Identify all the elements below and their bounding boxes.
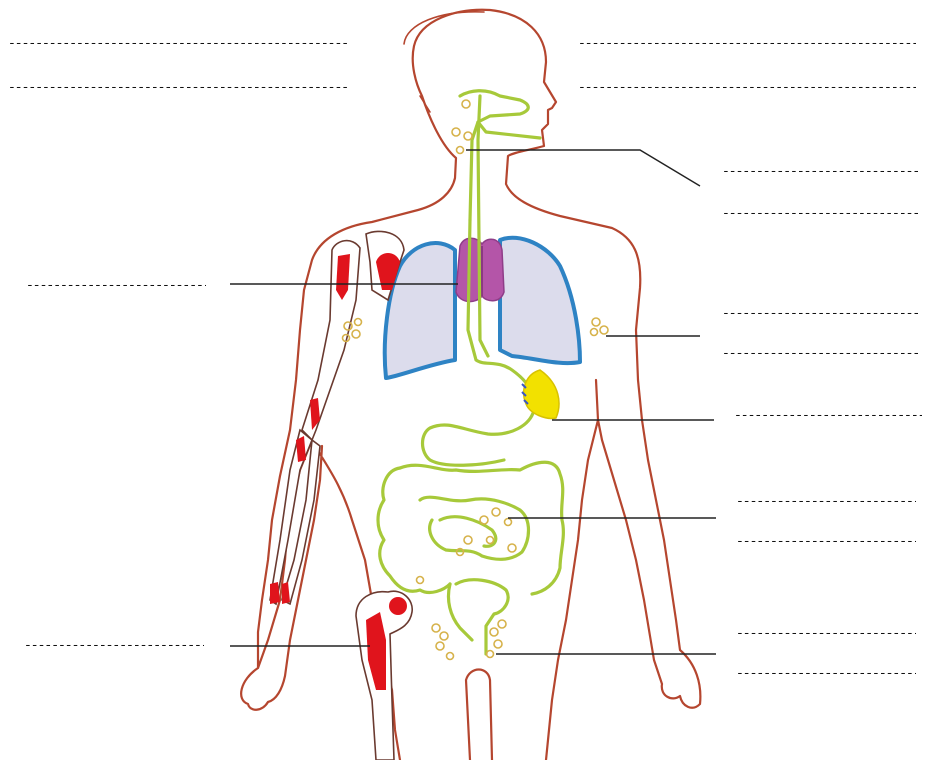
lymph-nodes bbox=[343, 100, 609, 660]
leader-line-throat bbox=[466, 150, 700, 186]
answer-blank-3[interactable]: ----------------------------------------… bbox=[578, 36, 916, 52]
answer-blank-7[interactable]: ----------------------------------------… bbox=[26, 278, 206, 294]
answer-blank-9[interactable]: ----------------------------------------… bbox=[722, 346, 918, 362]
answer-blank-10[interactable]: ----------------------------------------… bbox=[734, 408, 922, 424]
answer-blank-5[interactable]: ----------------------------------------… bbox=[722, 164, 918, 180]
answer-blank-13[interactable]: ----------------------------------------… bbox=[24, 638, 204, 654]
answer-blank-2[interactable]: ----------------------------------------… bbox=[8, 80, 348, 96]
answer-blank-6[interactable]: ----------------------------------------… bbox=[722, 206, 918, 222]
body-outline bbox=[241, 10, 700, 760]
answer-blank-8[interactable]: ----------------------------------------… bbox=[722, 306, 918, 322]
answer-blank-4[interactable]: ----------------------------------------… bbox=[578, 80, 916, 96]
femur bbox=[356, 591, 412, 760]
answer-blank-14[interactable]: ----------------------------------------… bbox=[736, 626, 916, 642]
answer-blank-1[interactable]: ----------------------------------------… bbox=[8, 36, 348, 52]
answer-blank-11[interactable]: ----------------------------------------… bbox=[736, 494, 916, 510]
answer-blank-12[interactable]: ----------------------------------------… bbox=[736, 534, 916, 550]
liver bbox=[522, 370, 559, 418]
answer-blank-15[interactable]: ----------------------------------------… bbox=[736, 666, 916, 682]
